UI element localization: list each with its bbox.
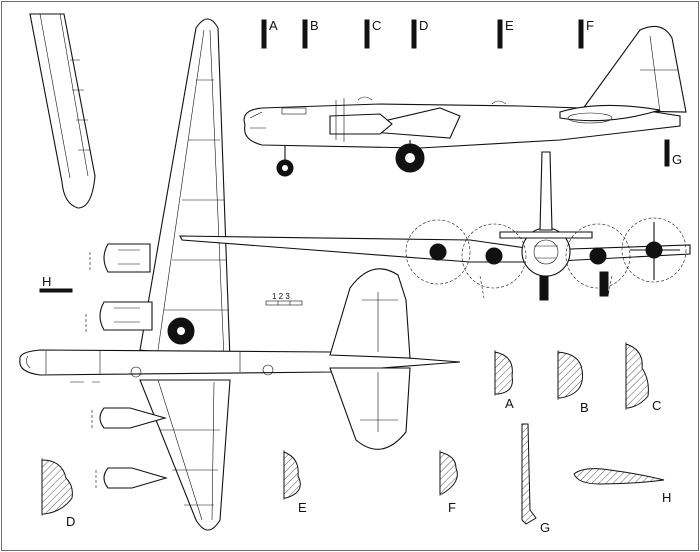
plan-view [19,18,461,531]
plan-horizontal-tail [329,268,411,359]
station-label-f: F [586,18,594,33]
scale-bar: 1 2 3 [265,292,303,306]
section-label-e: E [298,500,307,515]
section-b: B [557,350,589,415]
section-label-c: C [652,398,661,413]
plan-upper-wing [139,18,231,361]
section-label-f: F [448,500,456,515]
station-label-c: C [372,18,381,33]
wing-tip-detail [29,13,96,209]
station-label-b: B [310,18,319,33]
label-h-scale: H [42,274,51,289]
station-markers: A B C D E F G [261,18,682,167]
section-a: A [494,350,514,411]
scale-bar-h: H [39,274,73,293]
section-label-h: H [662,490,671,505]
station-label-a: A [269,18,278,33]
section-f: F [439,450,458,515]
scale-bar-label: 1 2 3 [272,292,290,301]
section-label-b: B [580,400,589,415]
plan-horizontal-tail-lower [329,367,411,450]
section-e: E [283,450,307,515]
section-label-a: A [505,396,514,411]
station-label-d: D [419,18,428,33]
station-label-e: E [505,18,514,33]
station-label-g: G [672,152,682,167]
section-g: G [521,423,550,535]
section-c: C [625,342,661,413]
section-label-g: G [540,520,550,535]
section-label-d: D [66,514,75,529]
side-vertical-tail [580,25,687,113]
section-d: D [41,458,75,529]
side-view [243,25,687,177]
section-h: H [573,468,671,505]
front-view [179,151,691,301]
plan-lower-wing [139,379,231,531]
